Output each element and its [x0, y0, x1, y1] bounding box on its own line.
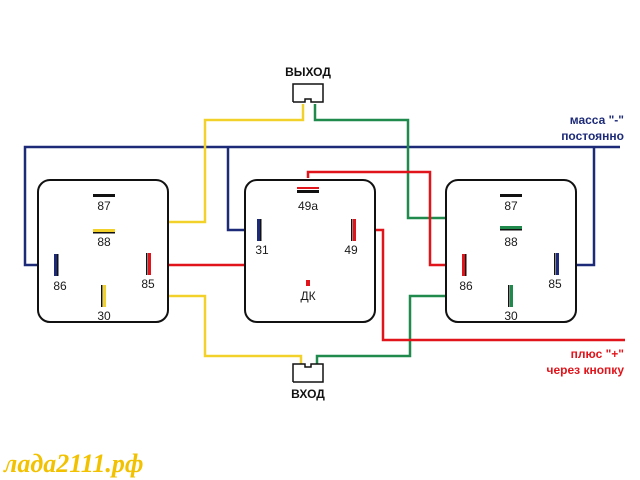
right-86-terminal: [462, 254, 465, 276]
center-dk-terminal: [306, 280, 310, 286]
right-85-terminal-edge: [554, 253, 556, 275]
center-49a-terminal-red: [297, 187, 319, 189]
site-watermark: лада2111.рф: [3, 449, 143, 478]
right-pin-85: 85: [548, 277, 562, 291]
right-pin-30: 30: [504, 309, 518, 323]
left-pin-88: 88: [97, 235, 111, 249]
right-86-terminal-edge: [465, 254, 467, 276]
red-49a-86-wire: [306, 170, 462, 267]
relay-center: [244, 179, 376, 323]
center-pin-31: 31: [255, 243, 269, 257]
right-30-terminal-edge: [508, 285, 510, 307]
ground-label-line2: постоянно: [561, 129, 624, 143]
center-49-terminal: [353, 219, 356, 241]
left-pin-86: 86: [53, 279, 67, 293]
output-label: ВЫХОД: [285, 65, 331, 79]
output-connector: [292, 83, 324, 103]
center-49a-terminal: [297, 190, 319, 193]
right-85-terminal: [556, 253, 559, 275]
input-connector: [292, 363, 324, 383]
left-86-terminal-edge: [57, 254, 59, 276]
left-88-terminal: [93, 229, 115, 232]
left-pin-87: 87: [97, 199, 111, 213]
left-88-terminal-edge: [93, 232, 115, 234]
left-85-terminal: [148, 253, 151, 275]
center-pin-dk: ДК: [300, 289, 315, 303]
plus-label-line1: плюс "+": [571, 347, 624, 361]
center-31-terminal: [257, 219, 260, 241]
left-87-terminal: [93, 194, 115, 197]
right-88-terminal-edge: [500, 229, 522, 231]
relay-right: [445, 179, 577, 323]
left-30-terminal: [103, 285, 106, 307]
yellow-input-wire: [106, 294, 303, 365]
left-30-terminal-edge: [101, 285, 103, 307]
center-31-terminal-edge: [260, 219, 262, 241]
plus-label-line2: через кнопку: [547, 363, 625, 377]
right-87-terminal: [500, 194, 522, 197]
right-pin-88: 88: [504, 235, 518, 249]
left-85-terminal-edge: [146, 253, 148, 275]
relay-left: [37, 179, 169, 323]
left-86-terminal: [54, 254, 57, 276]
right-30-terminal: [510, 285, 513, 307]
left-pin-85: 85: [141, 277, 155, 291]
right-pin-86: 86: [459, 279, 473, 293]
input-label: ВХОД: [291, 387, 325, 401]
green-input-wire: [315, 294, 511, 365]
center-pin-49: 49: [344, 243, 358, 257]
left-pin-30: 30: [97, 309, 111, 323]
right-pin-87: 87: [504, 199, 518, 213]
ground-label-line1: масса "-": [570, 113, 624, 127]
center-49-terminal-edge: [351, 219, 353, 241]
center-pin-49a: 49a: [298, 199, 318, 213]
right-88-terminal: [500, 226, 522, 229]
